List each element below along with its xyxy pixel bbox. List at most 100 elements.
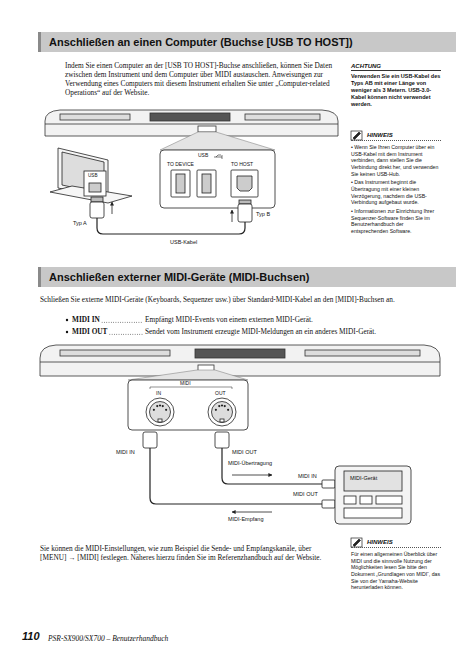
body-text: Sie können die MIDI-Einstellungen, wie z…	[40, 545, 322, 563]
port-label: TO DEVICE	[167, 162, 194, 167]
term-description: Empfängt MIDI-Events von einem externen …	[145, 316, 313, 325]
midi-device	[360, 496, 372, 504]
usb-cable	[97, 218, 245, 234]
body-text: Indem Sie einen Computer an der [USB TO …	[65, 62, 343, 98]
caution-box: ACHTUNG Verwenden Sie ein USB-Kabel des T…	[350, 62, 442, 107]
box-text: Für einen allgemeinen Überblick über MID…	[351, 551, 441, 591]
usb-panel	[160, 150, 275, 208]
din-pin	[227, 409, 229, 411]
usb-panel	[231, 170, 258, 197]
midi-panel	[220, 419, 224, 422]
computer	[89, 183, 101, 192]
midi-cable	[150, 448, 322, 504]
midi-device	[344, 471, 402, 491]
plug-label: MIDI OUT	[232, 450, 257, 456]
signal-arrow	[232, 475, 272, 476]
usb-cable	[239, 200, 251, 204]
note-icon	[351, 538, 362, 547]
signal-label: MIDI-Übertragung	[228, 461, 272, 467]
keyboard-top-view	[40, 362, 440, 363]
usb-panel	[176, 174, 185, 193]
body-text: Schließen Sie externe MIDI-Geräte (Keybo…	[40, 296, 456, 305]
zoom-callout	[160, 132, 275, 150]
term-description: Sendet vom Instrument erzeugte MIDI-Meld…	[145, 328, 376, 337]
footer-title: PSR-SX900/SX700 – Benutzerhandbuch	[48, 634, 168, 643]
midi-cable	[322, 480, 335, 488]
port-label: OUT	[215, 391, 226, 396]
heading-text: Anschließen an einen Computer (Buchse [U…	[49, 36, 448, 49]
midi-panel	[158, 419, 162, 422]
usb-panel	[237, 176, 252, 191]
port-label: USB	[198, 153, 208, 158]
din-pin	[165, 409, 167, 411]
section-heading: Anschließen an einen Computer (Buchse [U…	[38, 32, 456, 52]
signal-arrow	[232, 512, 272, 513]
box-heading: ACHTUNG	[351, 62, 441, 71]
keyboard-top-view	[150, 113, 230, 121]
plug-label: MIDI IN	[116, 450, 135, 456]
usb-cable	[90, 202, 104, 218]
midi-panel	[128, 380, 248, 430]
port-label: TO HOST	[231, 162, 253, 167]
midi-panel	[150, 402, 171, 423]
din-pin	[159, 404, 161, 406]
usb-cable	[112, 202, 113, 214]
din-pin	[162, 405, 164, 407]
plug-label: Typ B	[256, 212, 270, 218]
section-heading: Anschließen externer MIDI-Geräte (MIDI-B…	[38, 267, 456, 287]
heading-text: Anschließen externer MIDI-Geräte (MIDI-B…	[49, 271, 448, 284]
keyboard-top-view	[60, 114, 130, 120]
midi-device	[335, 466, 411, 524]
usb-panel	[202, 174, 211, 193]
bullet	[66, 319, 68, 333]
plug-label: Typ A	[73, 221, 87, 227]
page-number: 110	[22, 630, 40, 643]
term: MIDI OUT	[72, 328, 107, 337]
note-icon	[351, 131, 362, 140]
term: MIDI IN	[72, 316, 100, 325]
usb-panel	[197, 170, 216, 197]
computer	[84, 171, 106, 196]
port-label: MIDI	[180, 381, 191, 386]
zoom-callout	[128, 370, 248, 380]
dot-leader	[102, 322, 143, 334]
usb-panel	[160, 150, 275, 208]
keyboard-top-view	[45, 110, 338, 136]
midi-cable	[222, 448, 322, 484]
midi-panel	[128, 380, 248, 430]
box-text: • Informationen zur Einrichtung Ihrer Se…	[351, 208, 441, 235]
din-pin	[153, 409, 155, 411]
midi-cable	[143, 432, 157, 448]
dot-leader	[102, 322, 143, 323]
keyboard-top-view	[45, 110, 338, 136]
port-label: IN	[156, 391, 161, 396]
note-icon	[353, 132, 361, 140]
note-icon	[353, 539, 361, 547]
keyboard-top-view	[305, 350, 420, 356]
midi-panel	[212, 402, 233, 423]
midi-panel	[150, 387, 232, 389]
cable-label: USB-Kabel	[170, 240, 197, 246]
keyboard-top-view	[195, 349, 285, 358]
din-pin	[224, 405, 226, 407]
bullet	[66, 319, 68, 321]
device-label: MIDI-Gerät	[350, 476, 377, 482]
midi-cable	[143, 432, 335, 508]
signal-label: MIDI-Empfang	[228, 517, 263, 523]
din-pin	[218, 405, 220, 407]
keyboard-top-view	[40, 345, 440, 376]
port-label: USB	[88, 174, 97, 179]
box-text: Verwenden Sie ein USB-Kabel des Typs AB …	[351, 73, 441, 107]
signal-arrow	[232, 475, 272, 512]
usb-panel	[171, 170, 190, 197]
din-pin	[221, 404, 223, 406]
usb-panel	[214, 155, 222, 159]
keyboard-top-view	[60, 350, 170, 356]
box-text: • Das Instrument beginnt die Übertragung…	[351, 179, 441, 206]
midi-device	[335, 466, 411, 524]
din-pin	[215, 409, 217, 411]
keyboard-top-view	[245, 114, 320, 120]
midi-cable	[322, 500, 335, 508]
zoom-callout	[160, 132, 275, 150]
midi-device	[344, 508, 402, 518]
